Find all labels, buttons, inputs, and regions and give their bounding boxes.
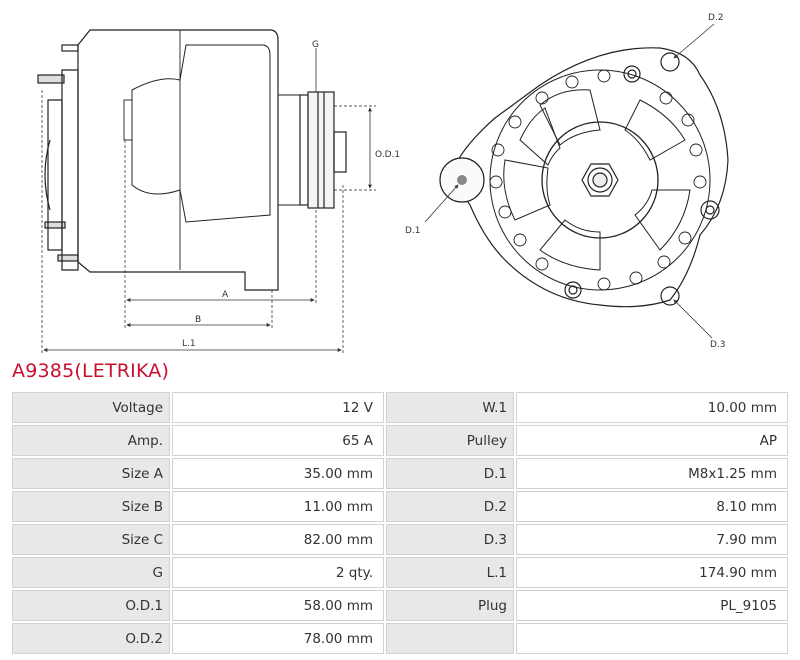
spec-value: 12 V xyxy=(172,392,384,423)
spec-label: Size C xyxy=(12,524,170,555)
product-title: A9385(LETRIKA) xyxy=(12,360,170,382)
spec-label: G xyxy=(12,557,170,588)
spec-label xyxy=(386,623,514,654)
spec-value: 10.00 mm xyxy=(516,392,788,423)
spec-label: Size A xyxy=(12,458,170,489)
spec-value: 7.90 mm xyxy=(516,524,788,555)
spec-value: 8.10 mm xyxy=(516,491,788,522)
spec-label: D.2 xyxy=(386,491,514,522)
spec-label: O.D.2 xyxy=(12,623,170,654)
label-l1: L.1 xyxy=(182,339,196,349)
spec-value: AP xyxy=(516,425,788,456)
spec-label: W.1 xyxy=(386,392,514,423)
spec-value: 35.00 mm xyxy=(172,458,384,489)
spec-value: 174.90 mm xyxy=(516,557,788,588)
label-d2: D.2 xyxy=(708,13,724,23)
spec-value: 82.00 mm xyxy=(172,524,384,555)
spec-label: Pulley xyxy=(386,425,514,456)
spec-value: PL_9105 xyxy=(516,590,788,621)
spec-label: D.3 xyxy=(386,524,514,555)
spec-value: 2 qty. xyxy=(172,557,384,588)
label-g: G xyxy=(312,40,319,50)
spec-value: 78.00 mm xyxy=(172,623,384,654)
spec-label: Size B xyxy=(12,491,170,522)
spec-value: 65 A xyxy=(172,425,384,456)
spec-label: Voltage xyxy=(12,392,170,423)
label-d1: D.1 xyxy=(405,226,421,236)
spec-label: L.1 xyxy=(386,557,514,588)
spec-label: D.1 xyxy=(386,458,514,489)
spec-label: O.D.1 xyxy=(12,590,170,621)
shaft-nut xyxy=(581,163,619,197)
label-od1: O.D.1 xyxy=(375,150,400,160)
dimension-lines xyxy=(43,48,372,352)
technical-drawing: G O.D.1 A B L.1 xyxy=(37,13,729,355)
mount-hole-d3 xyxy=(660,286,680,306)
spec-value: 11.00 mm xyxy=(172,491,384,522)
leader-lines xyxy=(424,23,715,339)
label-a: A xyxy=(222,290,229,300)
mount-hole-d2 xyxy=(660,52,680,72)
label-b: B xyxy=(195,315,201,325)
alternator-body xyxy=(77,29,279,291)
front-view xyxy=(439,47,729,308)
end-shield-outline xyxy=(456,47,729,308)
spec-label: Plug xyxy=(386,590,514,621)
spec-value xyxy=(516,623,788,654)
rear-studs xyxy=(37,44,79,262)
pulley xyxy=(307,91,335,209)
spec-value: M8x1.25 mm xyxy=(516,458,788,489)
spec-label: Amp. xyxy=(12,425,170,456)
label-d3: D.3 xyxy=(710,340,726,350)
side-view xyxy=(37,29,376,355)
spec-value: 58.00 mm xyxy=(172,590,384,621)
